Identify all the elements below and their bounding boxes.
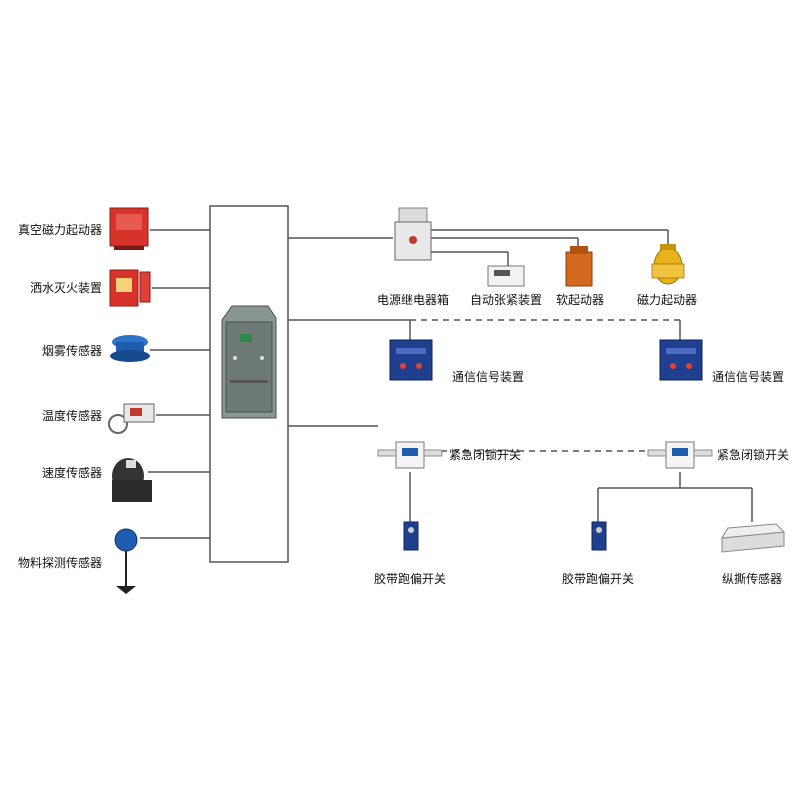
emergency-stop-switch-1-icon	[377, 441, 443, 469]
temperature-sensor-icon	[108, 403, 155, 434]
comm-signal-device-1-icon	[389, 339, 433, 381]
label-sprinkler: 洒水灭火装置	[29, 281, 102, 295]
relay-box-icon	[394, 207, 432, 261]
left-connectors	[140, 229, 210, 539]
magnetic-starter-icon	[651, 244, 685, 285]
belt-deviation-switch-2-icon	[591, 521, 607, 551]
tension-device-icon	[487, 265, 525, 287]
belt-deviation-switch-1-icon	[403, 521, 419, 551]
label-belt-deviation-1: 胶带跑偏开关	[373, 572, 447, 586]
label-relay-box: 电源继电器箱	[376, 293, 450, 307]
label-comm-signal-2: 通信信号装置	[712, 370, 785, 384]
emergency-stop-switch-2-icon	[647, 441, 713, 469]
longitudinal-tear-sensor-icon	[721, 523, 786, 553]
label-temperature-sensor: 温度传感器	[41, 409, 102, 423]
label-comm-signal-1: 通信信号装置	[452, 370, 525, 384]
label-material-sensor: 物料探测传感器	[17, 556, 102, 570]
sprinkler-icon	[109, 269, 151, 307]
material-sensor-icon	[114, 528, 138, 594]
label-emergency-stop-1: 紧急闭锁开关	[449, 448, 522, 462]
right-connectors	[288, 229, 753, 522]
speed-sensor-icon	[112, 458, 152, 502]
soft-starter-icon	[565, 246, 593, 287]
label-soft-starter: 软起动器	[555, 293, 605, 307]
label-magnetic-starter: 磁力起动器	[636, 293, 698, 307]
label-tension-device: 自动张紧装置	[469, 293, 543, 307]
comm-signal-device-2-icon	[659, 339, 703, 381]
smoke-sensor-icon	[110, 335, 150, 362]
label-tear-sensor: 纵撕传感器	[721, 572, 783, 586]
central-control-cabinet	[221, 305, 277, 419]
label-speed-sensor: 速度传感器	[41, 466, 102, 480]
label-emergency-stop-2: 紧急闭锁开关	[717, 448, 790, 462]
label-belt-deviation-2: 胶带跑偏开关	[561, 572, 635, 586]
label-smoke-sensor: 烟雾传感器	[41, 344, 102, 358]
vacuum-starter-icon	[109, 207, 149, 250]
label-vacuum-starter: 真空磁力起动器	[17, 223, 102, 237]
